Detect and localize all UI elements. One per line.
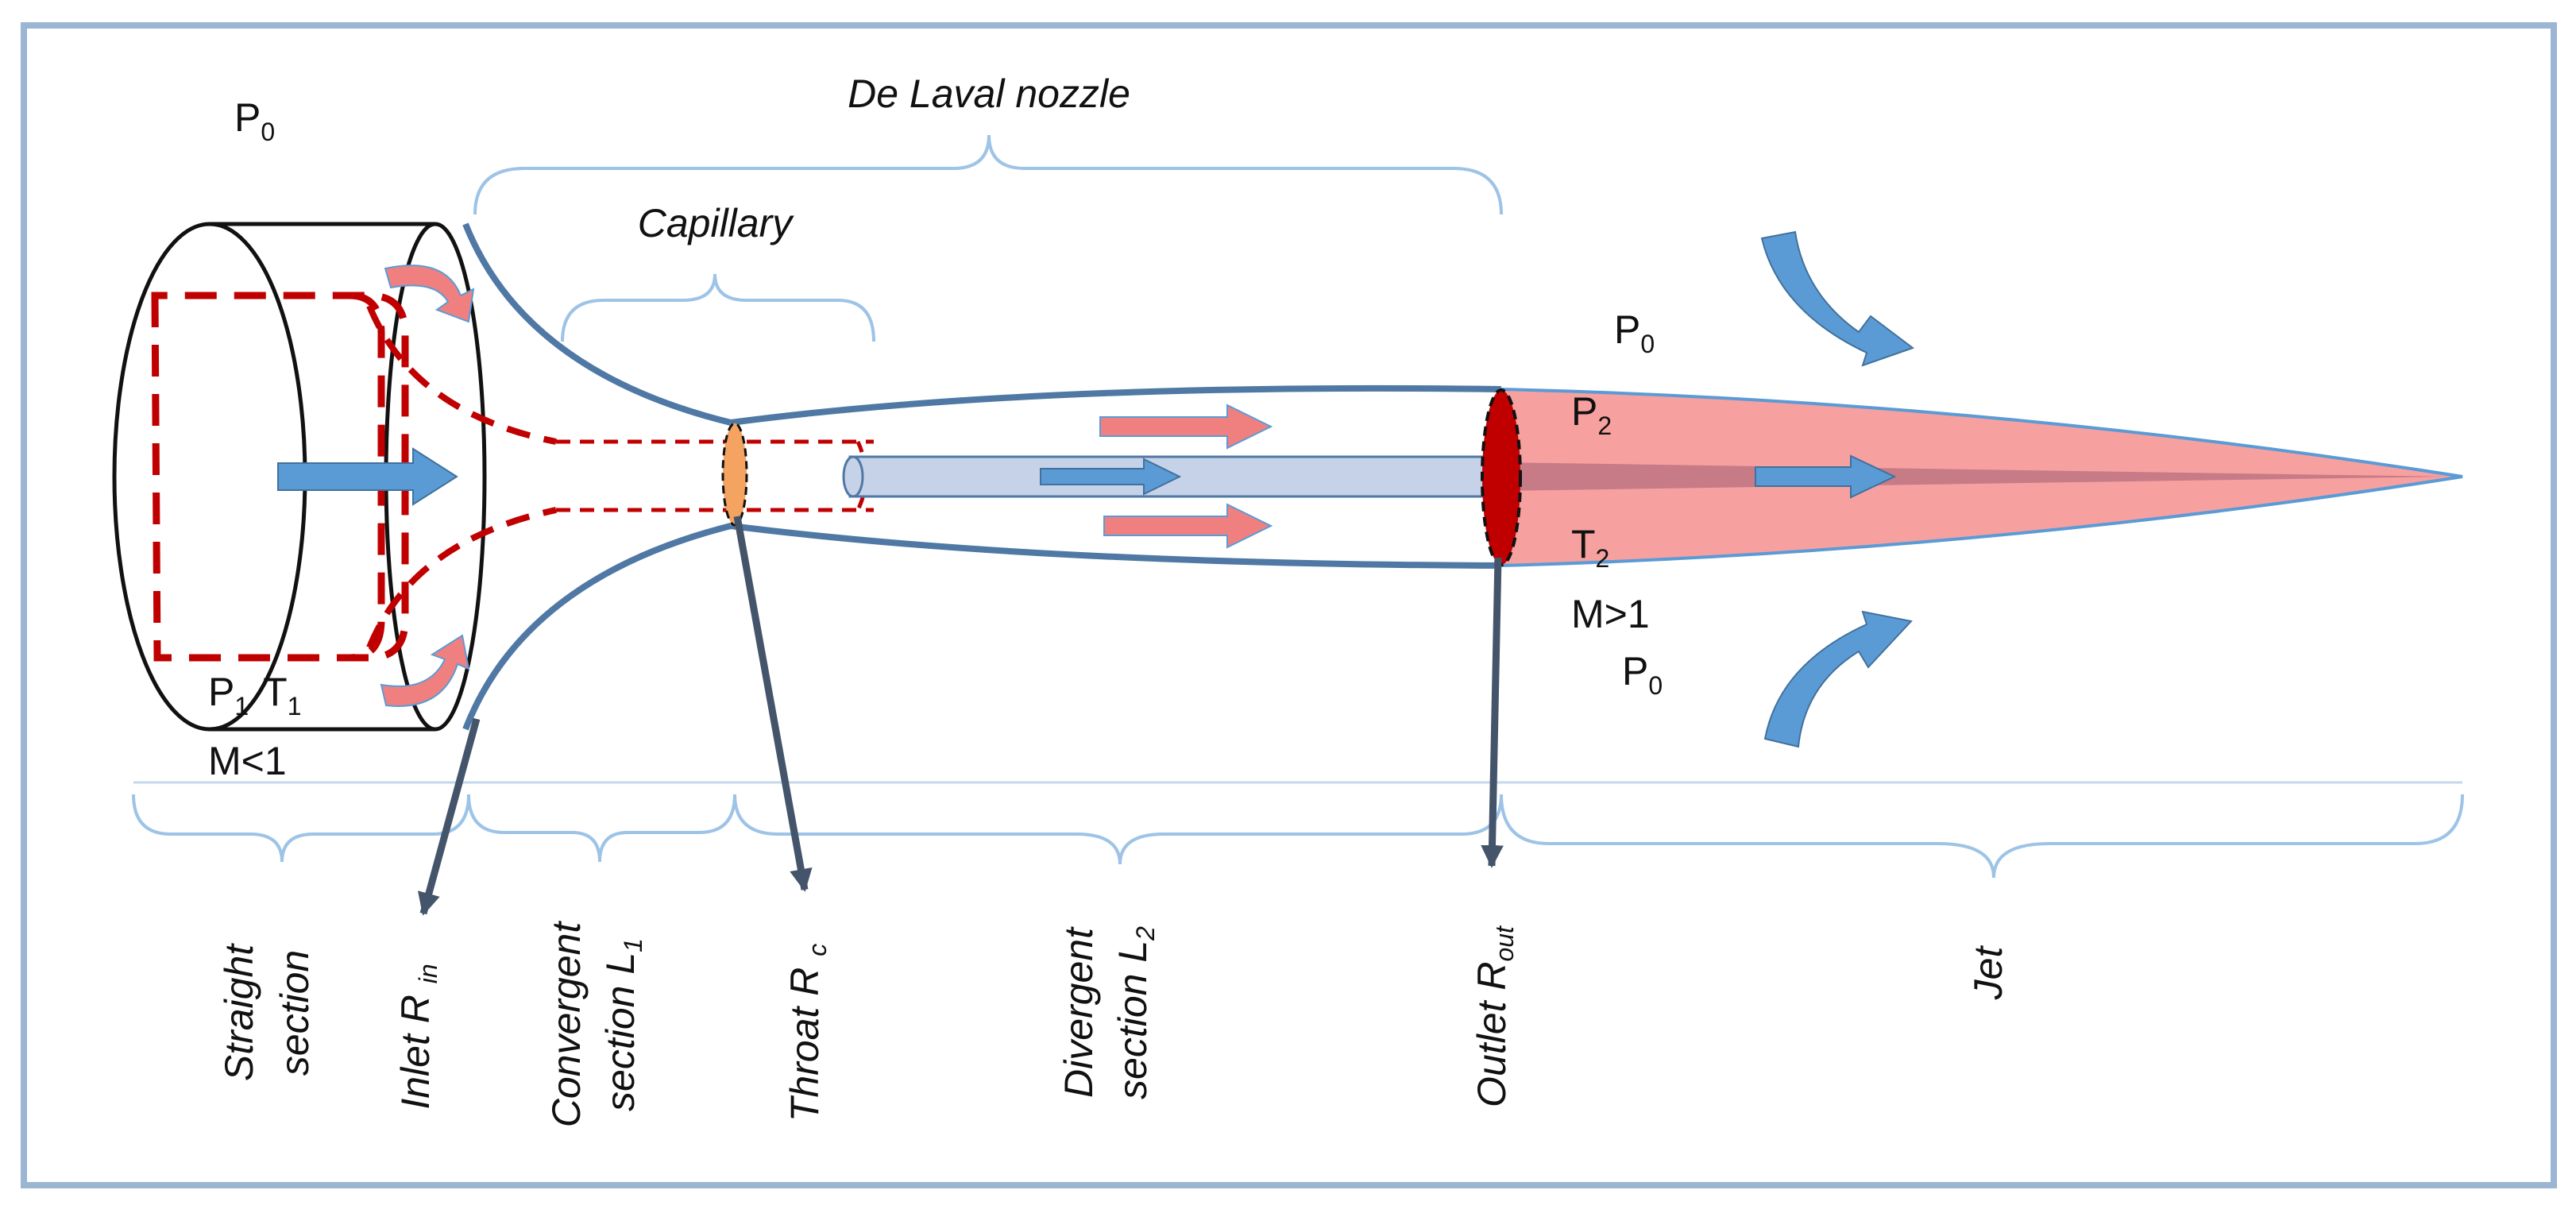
pink-arrow-curved-bottom bbox=[380, 634, 470, 707]
label-outlet: Outlet Rout bbox=[1470, 925, 1519, 1107]
capillary-flow-arrow bbox=[1040, 458, 1182, 496]
svg-text:section: section bbox=[272, 950, 317, 1076]
ambient-arrow-top bbox=[1760, 230, 1915, 367]
core-tube-end bbox=[842, 455, 864, 498]
brace-divergent bbox=[733, 794, 1503, 865]
ambient-arrow-bottom bbox=[1763, 610, 1913, 748]
dashed-streamline-lower bbox=[366, 507, 557, 649]
label-throat: Throat R c bbox=[782, 944, 832, 1122]
pink-arrow-curved-top bbox=[384, 265, 475, 323]
svg-text:Throat R c: Throat R c bbox=[782, 944, 832, 1122]
svg-text:Convergent: Convergent bbox=[544, 921, 589, 1128]
svg-text:section L1: section L1 bbox=[598, 938, 647, 1111]
label-jet: Jet bbox=[1966, 945, 2010, 1001]
svg-text:Divergent: Divergent bbox=[1056, 926, 1101, 1098]
outlet-mach: M>1 bbox=[1571, 592, 1650, 636]
dashed-streamline-upper bbox=[366, 304, 557, 445]
straight-section-back bbox=[112, 222, 307, 732]
dashed-capillary-line bbox=[556, 439, 874, 512]
dashed-capillary-end bbox=[855, 440, 868, 512]
capillary-brace bbox=[561, 273, 875, 342]
label-straight-section: Straight section bbox=[217, 943, 317, 1081]
diagram-frame bbox=[21, 22, 2557, 1188]
throat-disc bbox=[721, 422, 748, 527]
dashed-envelope-box bbox=[151, 292, 409, 662]
brace-straight bbox=[132, 794, 470, 863]
de-laval-brace bbox=[473, 134, 1503, 215]
outlet-p2: P2 bbox=[1571, 389, 1612, 440]
svg-text:Jet: Jet bbox=[1966, 945, 2010, 1001]
outlet-t2: T2 bbox=[1571, 522, 1609, 573]
svg-text:Inlet R in: Inlet R in bbox=[393, 964, 442, 1109]
convergent-wall-upper bbox=[462, 222, 732, 426]
label-divergent-section: Divergent section L2 bbox=[1056, 926, 1160, 1099]
convergent-wall-lower bbox=[462, 523, 732, 731]
divergent-wall-upper bbox=[730, 384, 1502, 426]
pink-arrow-upper bbox=[1099, 404, 1273, 450]
straight-section-body bbox=[210, 222, 435, 732]
svg-text:section L2: section L2 bbox=[1110, 926, 1160, 1099]
inlet-flow-arrow bbox=[277, 447, 458, 506]
svg-text:Outlet Rout: Outlet Rout bbox=[1470, 925, 1519, 1107]
outlet-disc bbox=[1481, 388, 1522, 566]
brace-convergent bbox=[467, 794, 736, 863]
outlet-pointer bbox=[1481, 557, 1504, 868]
divergent-wall-lower bbox=[730, 523, 1502, 569]
label-inlet: Inlet R in bbox=[393, 964, 442, 1109]
label-convergent-section: Convergent section L1 bbox=[544, 921, 647, 1128]
jet-flow-arrow bbox=[1755, 454, 1897, 499]
p0-upper-left: P0 bbox=[234, 95, 275, 146]
inlet-pointer bbox=[417, 717, 481, 916]
de-laval-title: De Laval nozzle bbox=[848, 71, 1130, 116]
p0-lower-right: P0 bbox=[1622, 649, 1663, 700]
pink-arrow-lower bbox=[1103, 503, 1273, 549]
brace-jet bbox=[1500, 794, 2464, 879]
capillary-label: Capillary bbox=[638, 201, 795, 245]
inlet-mach: M<1 bbox=[208, 739, 287, 783]
throat-pointer bbox=[733, 516, 813, 892]
p0-upper-right: P0 bbox=[1614, 307, 1655, 358]
svg-text:Straight: Straight bbox=[217, 943, 261, 1081]
jet-core bbox=[1501, 462, 2447, 491]
